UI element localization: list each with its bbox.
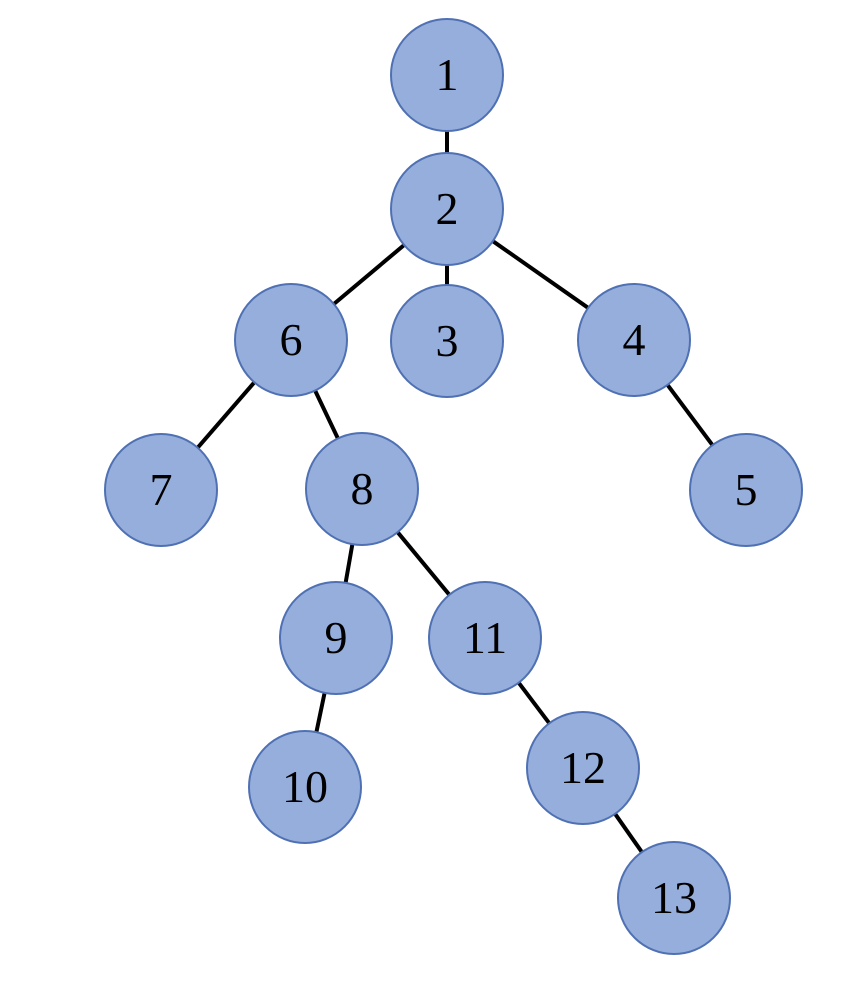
tree-node-label: 3 — [435, 315, 459, 366]
tree-node-5[interactable]: 5 — [689, 433, 803, 547]
tree-node-6[interactable]: 6 — [234, 283, 348, 397]
tree-edge — [312, 388, 341, 441]
tree-edge — [612, 811, 645, 855]
tree-edge — [490, 238, 591, 311]
tree-node-7[interactable]: 7 — [104, 433, 218, 547]
tree-edge — [395, 530, 452, 597]
tree-node-13[interactable]: 13 — [617, 841, 731, 955]
tree-node-8[interactable]: 8 — [305, 432, 419, 546]
tree-node-label: 6 — [279, 314, 303, 365]
tree-node-label: 11 — [462, 612, 508, 663]
tree-node-label: 2 — [435, 183, 459, 234]
tree-node-3[interactable]: 3 — [390, 284, 504, 398]
tree-edge — [195, 380, 257, 450]
tree-node-11[interactable]: 11 — [428, 581, 542, 695]
tree-node-9[interactable]: 9 — [279, 581, 393, 695]
tree-node-12[interactable]: 12 — [526, 711, 640, 825]
tree-node-label: 4 — [622, 314, 646, 365]
tree-node-label: 5 — [734, 464, 758, 515]
tree-edge — [331, 242, 407, 307]
tree-node-2[interactable]: 2 — [390, 152, 504, 266]
tree-node-label: 10 — [282, 761, 328, 812]
tree-node-label: 9 — [324, 612, 348, 663]
tree-node-label: 13 — [651, 872, 697, 923]
tree-edge — [665, 382, 715, 448]
tree-edge — [343, 542, 355, 585]
tree-node-10[interactable]: 10 — [248, 730, 362, 844]
tree-node-4[interactable]: 4 — [577, 283, 691, 397]
tree-edge — [314, 691, 327, 734]
tree-node-label: 12 — [560, 742, 606, 793]
tree-node-1[interactable]: 1 — [390, 18, 504, 132]
tree-edge — [516, 680, 552, 726]
tree-node-label: 8 — [350, 463, 374, 514]
tree-node-label: 7 — [149, 464, 173, 515]
tree-node-label: 1 — [435, 49, 459, 100]
